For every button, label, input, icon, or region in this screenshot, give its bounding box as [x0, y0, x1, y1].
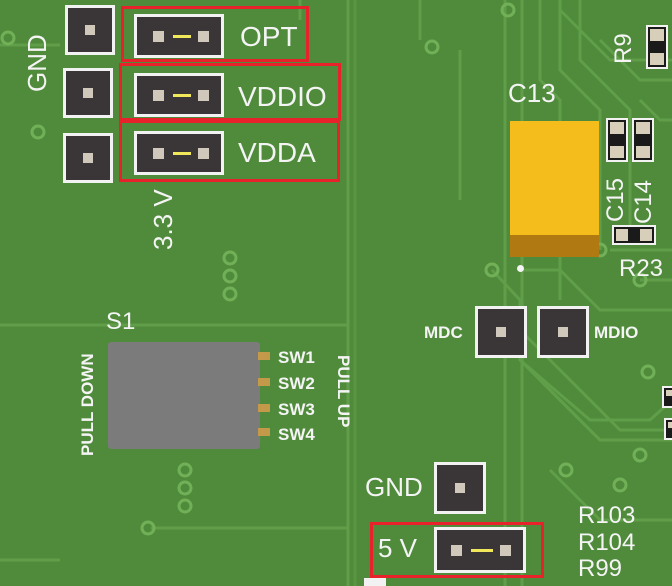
c13-polarity-dot [517, 265, 524, 272]
sw3-label: SW3 [278, 400, 315, 419]
three-v3-label: 3.3 V [148, 189, 178, 250]
vddio-label: VDDIO [238, 81, 327, 112]
pull-up-label: PULL UP [334, 355, 353, 428]
right-edge-part-2 [664, 418, 672, 440]
opt-jumper [134, 14, 224, 58]
sw2-label: SW2 [278, 374, 315, 393]
vdda-highlight-box [119, 120, 340, 182]
r103-label: R103 [578, 502, 636, 529]
r23-resistor [612, 225, 656, 245]
s1-pin-4 [258, 428, 270, 436]
sw4-label: SW4 [278, 425, 315, 444]
c13-capacitor [510, 121, 599, 257]
mdc-label: MDC [424, 323, 463, 342]
mdio-label: MDIO [594, 323, 639, 342]
vddio-highlight-box [119, 63, 341, 121]
c15-label: C15 [602, 177, 629, 222]
mdc-pad [475, 306, 527, 358]
c15-capacitor [606, 118, 628, 162]
r104-label: R104 [578, 529, 636, 556]
s1-label: S1 [106, 308, 136, 335]
vdda-label: VDDA [238, 137, 316, 168]
header-pad-3 [63, 133, 113, 183]
right-edge-part-1 [662, 386, 672, 408]
vdda-jumper [134, 131, 224, 175]
s1-dip-switch [108, 342, 260, 449]
gnd-bottom-label: GND [365, 472, 423, 502]
five-v-label: 5 V [378, 533, 418, 563]
r9-label: R9 [610, 33, 637, 64]
r9-resistor [646, 25, 668, 69]
c13-label: C13 [508, 78, 556, 108]
five-v-jumper [434, 527, 526, 573]
bottom-edge-part [364, 578, 386, 586]
r23-label: R23 [619, 255, 664, 282]
gnd-top-label: GND [22, 34, 52, 92]
five-v-highlight-box [370, 522, 544, 578]
pull-down-label: PULL DOWN [78, 353, 97, 456]
c14-capacitor [632, 118, 654, 162]
s1-pin-1 [258, 352, 270, 360]
opt-label: OPT [240, 21, 298, 52]
mdio-pad [537, 306, 589, 358]
c14-label: C14 [630, 179, 657, 224]
opt-highlight-box [121, 6, 309, 62]
s1-pin-2 [258, 378, 270, 386]
s1-pin-3 [258, 404, 270, 412]
vddio-jumper [134, 73, 224, 117]
gnd-bottom-pad [434, 462, 486, 514]
r99-label: R99 [578, 555, 623, 582]
sw1-label: SW1 [278, 348, 315, 367]
header-pad-1 [65, 5, 115, 55]
header-pad-2 [63, 68, 113, 118]
